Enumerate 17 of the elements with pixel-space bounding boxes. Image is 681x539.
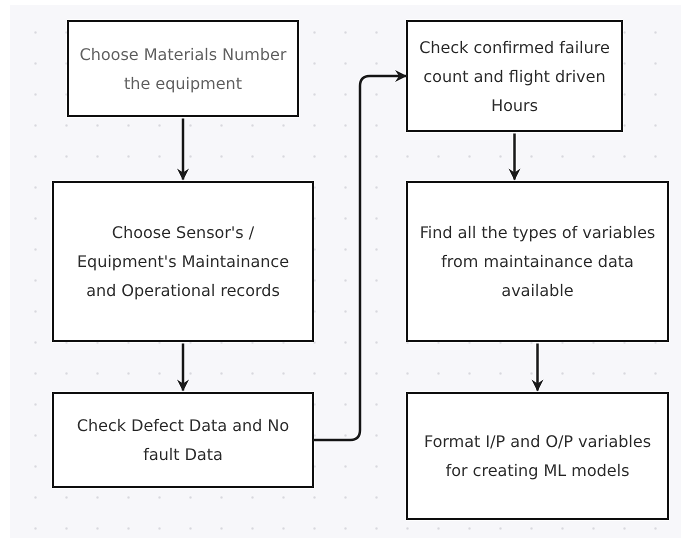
process-box bbox=[406, 392, 669, 520]
arrow bbox=[177, 118, 189, 180]
process-box bbox=[67, 20, 299, 117]
process-box bbox=[406, 20, 623, 132]
step-text: Find all the types of variables from maintainance data available bbox=[418, 222, 656, 302]
process-box bbox=[52, 181, 314, 342]
step-text: Choose Sensor's / Equipment's Maintainance and Operational records bbox=[76, 222, 290, 302]
step-text: Choose Materials Number the equipment bbox=[79, 44, 287, 94]
process-box bbox=[406, 181, 669, 342]
step-text: Check Defect Data and No fault Data bbox=[76, 415, 290, 466]
arrow bbox=[508, 134, 520, 180]
arrow bbox=[532, 344, 544, 392]
process-box bbox=[52, 392, 314, 488]
step-text: Format I/P and O/P variables for creating ML models bbox=[422, 431, 652, 482]
step-text: Check confirmed failure count and flight driven Hours bbox=[418, 36, 611, 116]
arrow bbox=[314, 70, 407, 442]
arrow bbox=[177, 344, 189, 392]
